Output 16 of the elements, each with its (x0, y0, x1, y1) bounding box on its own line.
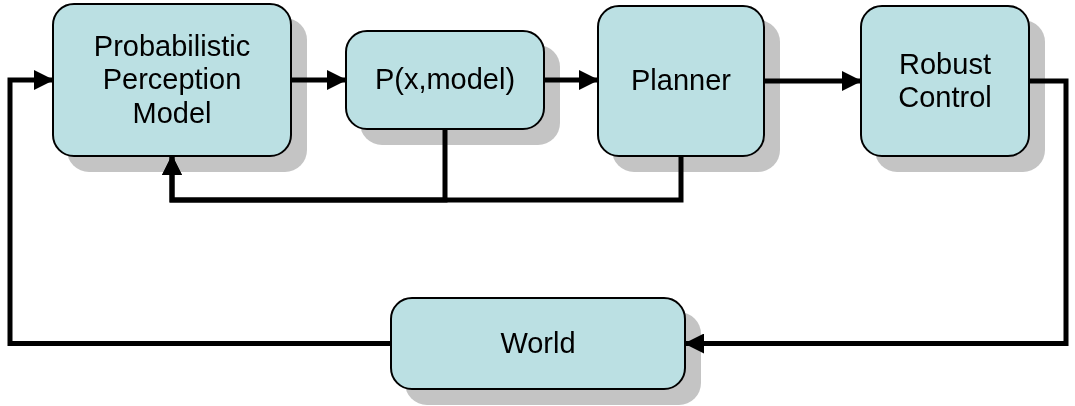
arrow (162, 155, 684, 203)
box-label: World (500, 326, 576, 361)
process-box (597, 5, 765, 157)
process-box (390, 297, 686, 390)
process-box (345, 30, 545, 130)
arrow (292, 70, 347, 90)
box-label: P(x,model) (374, 63, 516, 97)
box-label: Probabilistic Perception Model (92, 30, 252, 130)
process-box (860, 5, 1030, 157)
arrow (765, 71, 862, 91)
process-box (52, 3, 292, 157)
arrow (684, 78, 1069, 354)
box-label: Robust Control (897, 47, 993, 115)
arrow (7, 70, 390, 346)
arrow (545, 70, 599, 90)
box-label: Planner (631, 64, 731, 98)
